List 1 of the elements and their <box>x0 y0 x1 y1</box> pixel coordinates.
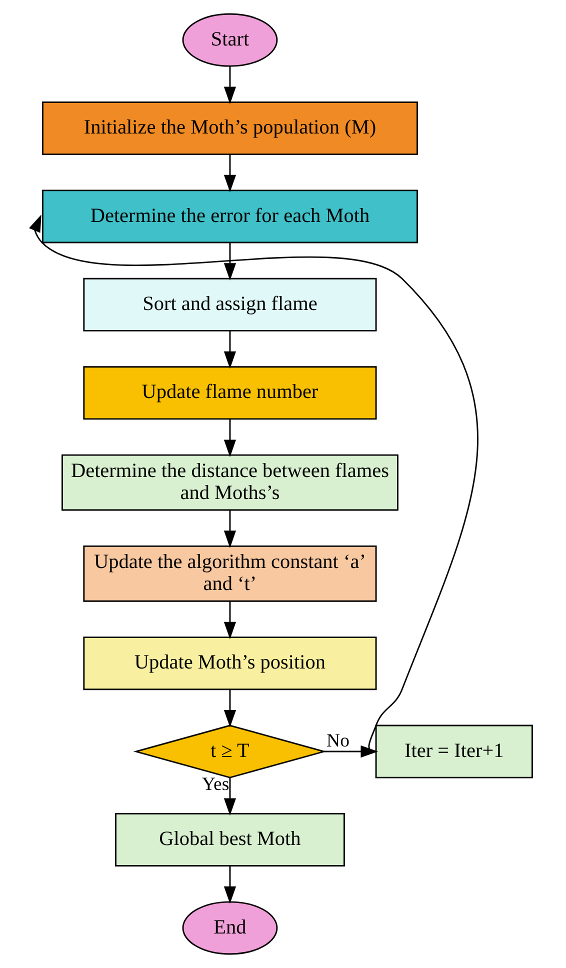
edge-label: No <box>326 730 349 752</box>
